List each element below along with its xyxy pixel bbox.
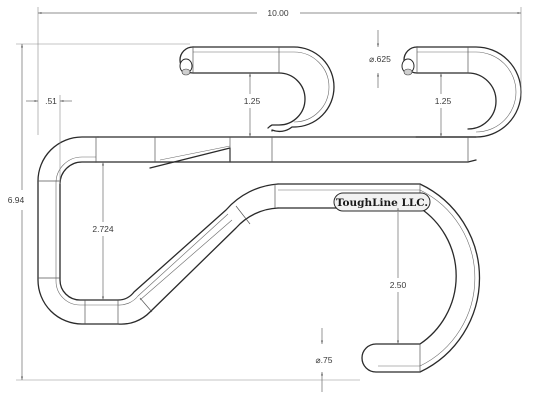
diagonal-detail-1 [139,219,233,301]
lower-wire-diameter: ⌀.75 [316,355,333,365]
upper-right-hook-inner [403,46,497,130]
upper-right-hook-depth: 1.25 [435,96,452,106]
middle-bar [95,159,477,163]
wire-end-cap-right [401,58,415,76]
overall-height-dimension: 6.94 [8,195,25,205]
logo-text: ToughLine LLC. [336,197,428,209]
lower-hook-outer [277,183,481,373]
diagonal-upper-join [149,147,231,169]
left-curve-inner [59,161,279,301]
bend-boundaries [38,47,469,372]
left-curve-inner-detail [55,156,229,306]
wire-end-cap-left [179,58,193,76]
upper-wire-diameter: ⌀.625 [369,54,391,64]
dimension-annotations: 10.00 6.94 .51 1.25 1.25 ⌀.625 2.724 2.5… [8,7,522,392]
left-curve-outer [37,136,279,325]
lower-hook-depth: 2.50 [390,280,407,290]
upper-left-hook [179,46,306,129]
hook-body: ToughLine LLC. [37,46,522,373]
upper-right-hook [415,46,522,138]
lower-hook-inner-detail [278,189,476,367]
overall-length-dimension: 10.00 [267,8,289,18]
upper-right-inner-detail [417,51,517,133]
top-bar-outer-edge [192,46,335,133]
toughline-logo-badge: ToughLine LLC. [333,192,431,212]
upper-left-hook-depth: 1.25 [244,96,261,106]
left-span-dimension: 2.724 [92,224,114,234]
left-offset-dimension: .51 [45,96,57,106]
diagonal-detail-2 [159,145,231,161]
upper-hook-inner-detail [193,51,330,123]
